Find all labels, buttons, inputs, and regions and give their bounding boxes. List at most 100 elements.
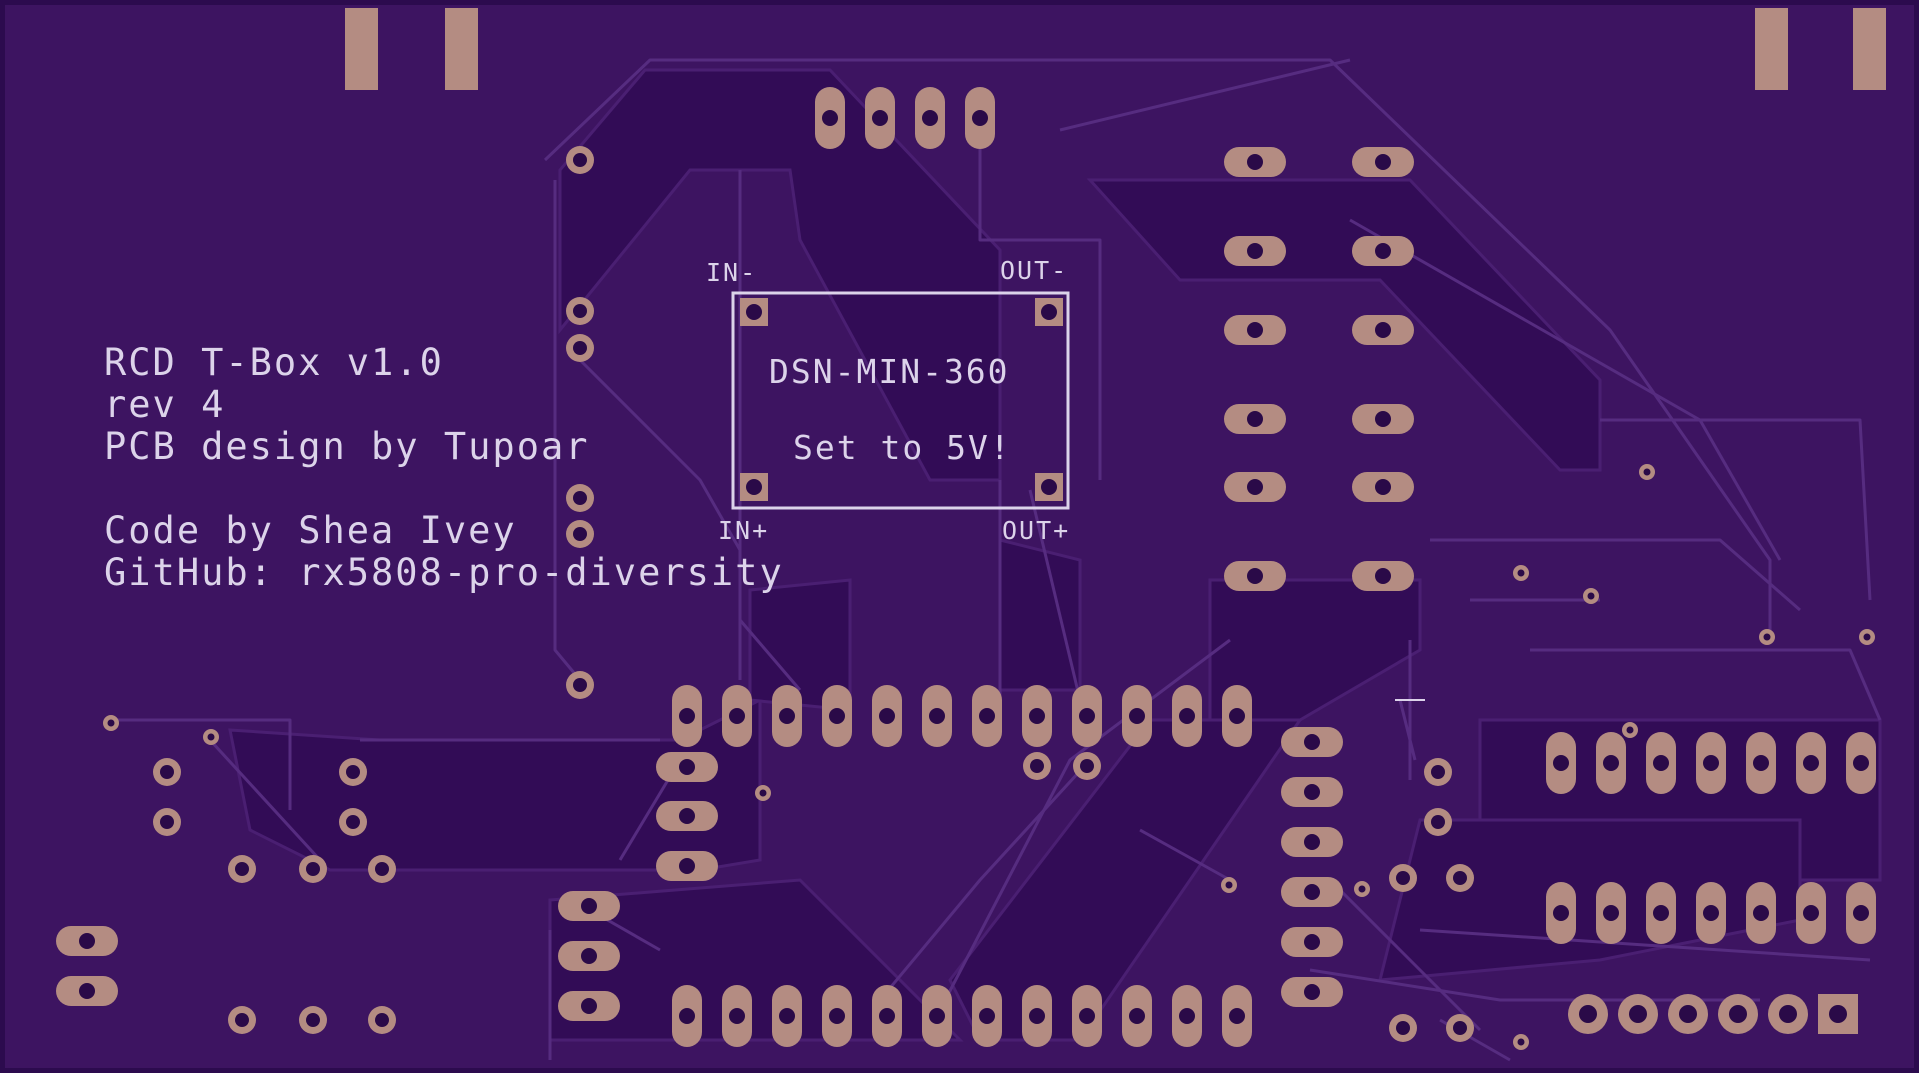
pad-hole (729, 708, 745, 724)
credit-line-5: Code by Shea Ivey (104, 509, 517, 552)
pad-hole (581, 998, 597, 1014)
pad-hole (1179, 1008, 1195, 1024)
pad-hole (972, 110, 988, 126)
pad-hole (1375, 154, 1391, 170)
pad-hole (1304, 984, 1320, 1000)
pad-hole (829, 1008, 845, 1024)
pad-hole (1431, 765, 1445, 779)
pad-hole (1729, 1005, 1747, 1023)
pad-hole (1079, 708, 1095, 724)
pad-hole (1079, 1008, 1095, 1024)
pad-hole (879, 708, 895, 724)
pad-hole (1603, 755, 1619, 771)
via-hole (1358, 885, 1366, 893)
pad-hole (1629, 1005, 1647, 1023)
pad-hole (1129, 1008, 1145, 1024)
pad-hole (1375, 568, 1391, 584)
pad-hole (375, 862, 389, 876)
pad-hole (1853, 905, 1869, 921)
pad-hole (1029, 1008, 1045, 1024)
pad-hole (1375, 479, 1391, 495)
pad-hole (929, 1008, 945, 1024)
mount-tab (1755, 8, 1788, 90)
pin-label-out-plus: OUT+ (1002, 516, 1071, 545)
pad-hole (1396, 871, 1410, 885)
pad-hole (235, 1013, 249, 1027)
pad-hole (1753, 755, 1769, 771)
pad-hole (346, 815, 360, 829)
pad-hole (1703, 755, 1719, 771)
pad-hole (573, 527, 587, 541)
pad-hole (1229, 1008, 1245, 1024)
pad-hole (679, 1008, 695, 1024)
pad-hole (1431, 815, 1445, 829)
pad-hole (1753, 905, 1769, 921)
pad-hole (1653, 755, 1669, 771)
pad-hole (729, 1008, 745, 1024)
pad-hole (829, 708, 845, 724)
via-hole (1863, 633, 1871, 641)
pad-hole (160, 765, 174, 779)
pad-hole (1304, 884, 1320, 900)
pad-hole (1453, 1021, 1467, 1035)
pad-hole (1080, 759, 1094, 773)
pad-hole (1247, 411, 1263, 427)
pad-hole (1030, 759, 1044, 773)
copper-pours (228, 68, 1882, 1042)
pad-hole (1553, 905, 1569, 921)
mount-tab (445, 8, 478, 90)
pin-label-out-minus: OUT- (1000, 256, 1069, 285)
pad-hole (979, 1008, 995, 1024)
pad-hole (573, 491, 587, 505)
pad-hole (573, 153, 587, 167)
pad-hole (1029, 708, 1045, 724)
pad-hole (1304, 784, 1320, 800)
via-hole (759, 789, 767, 797)
pad-hole (581, 948, 597, 964)
pad-hole (1229, 708, 1245, 724)
pad-hole (1829, 1005, 1847, 1023)
pad-hole (1179, 708, 1195, 724)
module-part-number: DSN-MIN-360 (769, 352, 1010, 391)
pad-hole (1679, 1005, 1697, 1023)
pin-label-in-minus: IN- (706, 258, 758, 287)
pad-hole (872, 110, 888, 126)
pad-hole (1453, 871, 1467, 885)
pad-hole (79, 983, 95, 999)
credit-line-6: GitHub: rx5808-pro-diversity (104, 551, 784, 594)
via-hole (1225, 881, 1233, 889)
pin-label-in-plus: IN+ (718, 516, 770, 545)
pad-hole (1375, 322, 1391, 338)
pad-hole (679, 759, 695, 775)
via-hole (1643, 468, 1651, 476)
module-outline (731, 291, 1070, 510)
module-pad-holes (746, 304, 1057, 495)
pad-hole (929, 708, 945, 724)
pad-hole (1779, 1005, 1797, 1023)
via-hole (107, 719, 115, 727)
pad-hole (1653, 905, 1669, 921)
mount-tab (1853, 8, 1886, 90)
pad-hole (581, 898, 597, 914)
pad-hole (1853, 755, 1869, 771)
pad-hole (1375, 411, 1391, 427)
pad-hole (1803, 905, 1819, 921)
pad-hole (1247, 243, 1263, 259)
pad-hole (1579, 1005, 1597, 1023)
via-hole (1587, 592, 1595, 600)
credit-line-1: RCD T-Box v1.0 (104, 341, 444, 384)
pad-hole (1375, 243, 1391, 259)
pad-hole (779, 1008, 795, 1024)
pad-hole (160, 815, 174, 829)
pad-hole (1803, 755, 1819, 771)
pad-hole (1553, 755, 1569, 771)
module-voltage-note: Set to 5V! (793, 428, 1012, 467)
pad-hole (1247, 154, 1263, 170)
pad-hole (1247, 322, 1263, 338)
via-hole (1626, 726, 1634, 734)
pad-hole (79, 933, 95, 949)
mount-tab (345, 8, 378, 90)
pad-hole (573, 678, 587, 692)
via-hole (1763, 633, 1771, 641)
